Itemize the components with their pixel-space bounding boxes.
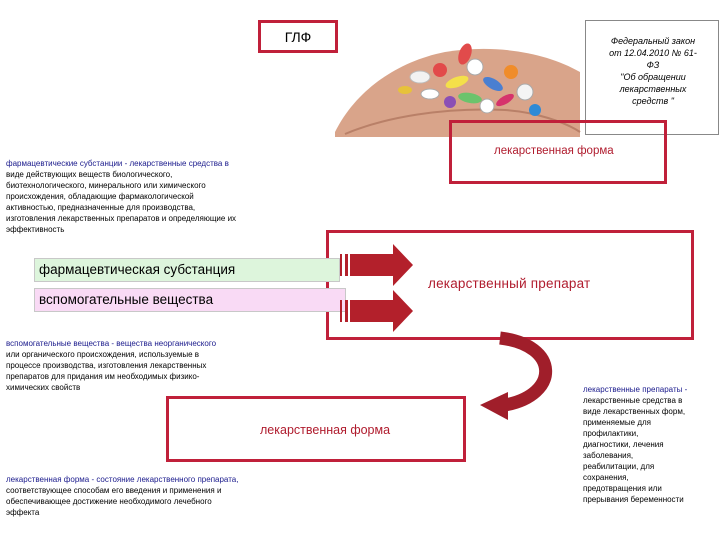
definition-line: лекарственные препараты - — [583, 384, 713, 395]
medicinal-product-definition: лекарственные препараты - лекарственные … — [583, 384, 713, 505]
definition-line: препаратов для придания им необходимых ф… — [6, 371, 268, 382]
definition-line: заболевания, — [583, 450, 713, 461]
definition-line: обеспечивающее достижение необходимого л… — [6, 496, 296, 507]
definition-line: лекарственная форма - состояние лекарств… — [6, 474, 296, 485]
curved-arrow — [480, 338, 546, 420]
definition-line: диагностики, лечения — [583, 439, 713, 450]
definition-line: профилактики, — [583, 428, 713, 439]
excipients-definition: вспомогательные вещества - вещества неор… — [6, 338, 268, 393]
definition-line: или органического происхождения, использ… — [6, 349, 268, 360]
definition-line: применяемые для — [583, 417, 713, 428]
definition-line: вспомогательные вещества - вещества неор… — [6, 338, 268, 349]
definition-line: реабилитации, для — [583, 461, 713, 472]
definition-line: химических свойств — [6, 382, 268, 393]
definition-line: эффекта — [6, 507, 296, 518]
arrow-excipients — [340, 290, 413, 332]
definition-line: лекарственные средства в — [583, 395, 713, 406]
definition-line: соответствующее способам его введения и … — [6, 485, 296, 496]
definition-line: сохранения, — [583, 472, 713, 483]
definition-line: предотвращения или — [583, 483, 713, 494]
definition-line: виде лекарственных форм, — [583, 406, 713, 417]
definition-line: процессе производства, изготовления лека… — [6, 360, 268, 371]
arrow-substance — [340, 244, 413, 286]
dosage-form-label-bottom: лекарственная форма — [260, 423, 390, 437]
dosage-form-definition: лекарственная форма - состояние лекарств… — [6, 474, 296, 518]
definition-line: прерывания беременности — [583, 494, 713, 505]
